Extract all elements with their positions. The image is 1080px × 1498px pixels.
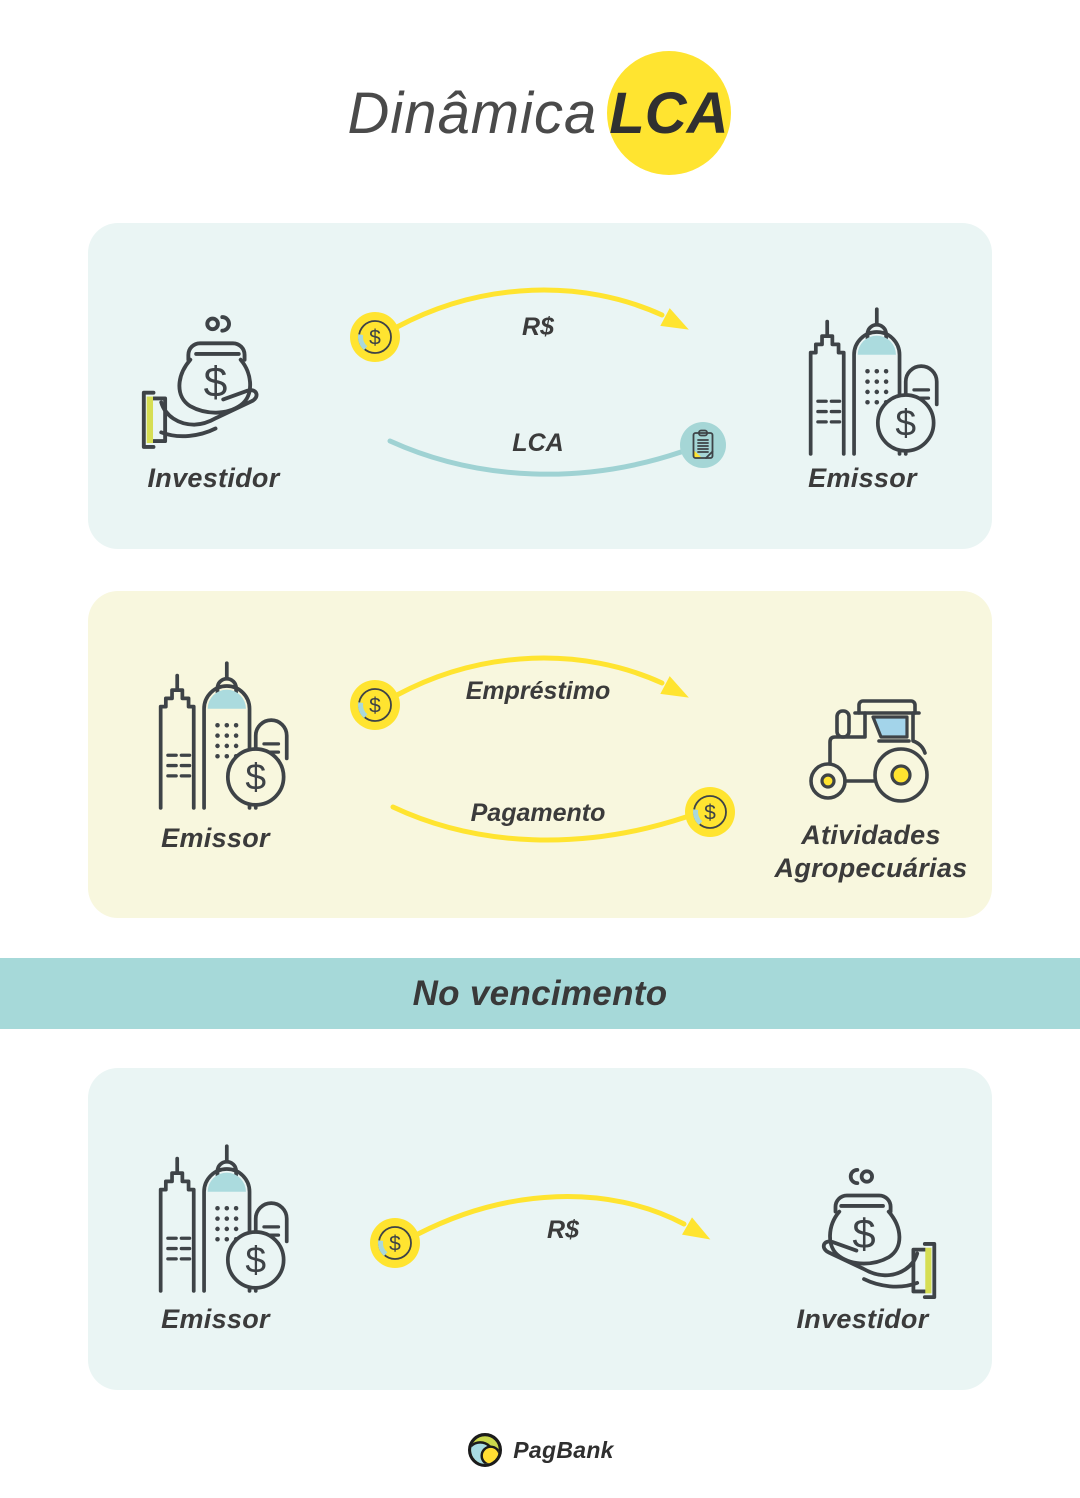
city-buildings-icon: $ (808, 307, 939, 456)
flow-label-rs: R$ (547, 1216, 579, 1244)
entity-label-atividades-agropecuarias: Atividades Agropecuárias (774, 820, 968, 883)
svg-text:$: $ (389, 1233, 401, 1256)
page-title: Dinâmica LCA (0, 51, 1080, 175)
panel-aplicacao: $ (88, 223, 992, 549)
title-highlight: LCA (605, 51, 732, 175)
tractor-icon (809, 699, 929, 803)
section-banner-no-vencimento: No vencimento (0, 958, 1080, 1029)
entity-label-emissor: Emissor (161, 823, 270, 853)
entity-label-investidor: Investidor (147, 463, 280, 493)
arrowhead-icon (660, 676, 689, 698)
panel-no-vencimento: $ $ (88, 1068, 992, 1390)
arrowhead-icon (660, 308, 689, 330)
svg-text:$: $ (852, 1210, 875, 1257)
coin-icon: $ (350, 312, 400, 362)
svg-text:$: $ (245, 1238, 266, 1280)
title-yellow-circle (606, 51, 731, 175)
flow-arrows: $ (370, 1194, 711, 1268)
hand-holding-money-bag-icon: $ (821, 1167, 937, 1300)
entity-label-emissor: Emissor (808, 463, 917, 493)
city-buildings-icon: $ (158, 1144, 289, 1293)
svg-text:$: $ (895, 401, 916, 443)
arrowhead-icon (682, 1217, 711, 1240)
banner-text: No vencimento (412, 973, 668, 1013)
coin-icon: $ (685, 787, 735, 837)
pagbank-logo-icon (468, 1432, 503, 1468)
coin-icon: $ (370, 1218, 420, 1268)
svg-text:$: $ (204, 359, 228, 407)
flow-label-emprestimo: Empréstimo (465, 677, 611, 705)
flow-arrows: $ (350, 287, 726, 477)
svg-text:$: $ (369, 695, 381, 718)
city-buildings-icon: $ (158, 661, 289, 810)
footer-brand: PagBank (0, 1431, 1080, 1469)
entity-label-investidor: Investidor (796, 1304, 929, 1334)
svg-text:$: $ (245, 755, 266, 797)
flow-label-lca: LCA (512, 429, 564, 457)
title-prefix: Dinâmica (347, 80, 598, 146)
brand-name: PagBank (513, 1436, 614, 1463)
flow-label-pagamento: Pagamento (470, 799, 606, 827)
svg-text:$: $ (704, 802, 716, 825)
svg-text:$: $ (369, 327, 381, 350)
panel-emprestimo: $ $ (88, 591, 992, 918)
document-icon (680, 422, 726, 468)
hand-holding-money-bag-icon: $ (141, 315, 259, 449)
entity-label-emissor: Emissor (161, 1304, 270, 1334)
flow-label-rs: R$ (522, 313, 554, 341)
flow-arrows: $ $ (350, 655, 735, 843)
coin-icon: $ (350, 680, 400, 730)
